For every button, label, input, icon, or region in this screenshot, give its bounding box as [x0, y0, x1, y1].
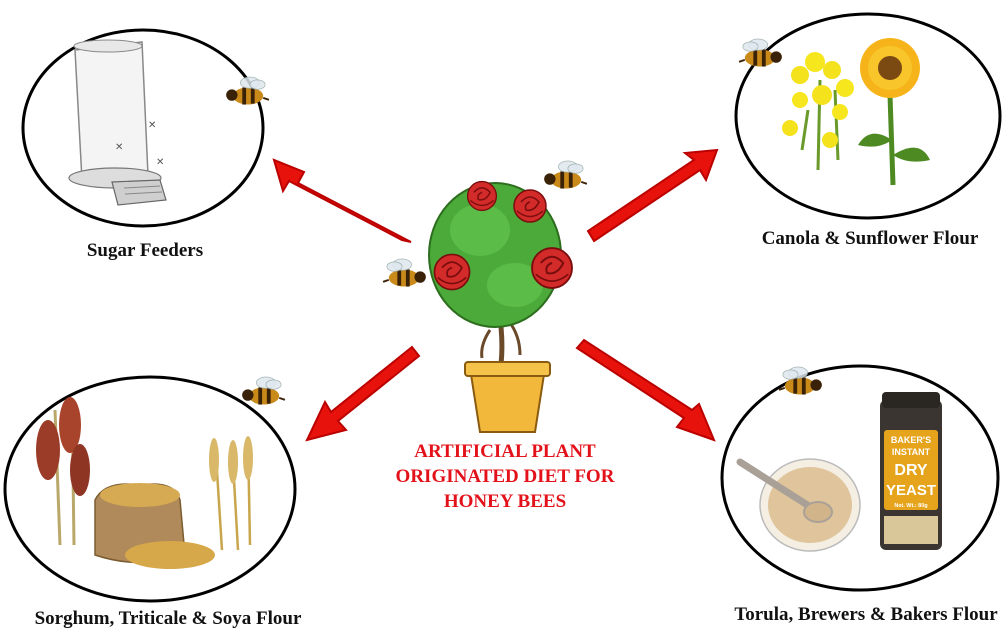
arrow-to-sorghum-triticale-soya	[307, 347, 419, 440]
jar-net-weight: Net. Wt.: 80g	[894, 503, 927, 509]
label-sugar-feeders: Sugar Feeders	[87, 240, 203, 261]
svg-text:✕: ✕	[156, 157, 164, 168]
center-title-line1: ARTIFICIAL PLANT	[414, 441, 596, 462]
label-canola-sunflower: Canola & Sunflower Flour	[762, 228, 979, 249]
bee-icon	[544, 161, 587, 189]
artificial-plant-icon	[383, 161, 587, 432]
arrow-to-sugar-feeders	[274, 160, 411, 242]
jar-brand-line4: YEAST	[886, 482, 936, 499]
center-title-line2: ORIGINATED DIET FOR	[396, 466, 615, 487]
bee-icon	[242, 377, 285, 405]
arrow-to-torula-brewers-bakers	[577, 340, 714, 440]
jar-brand-line1: BAKER'S	[891, 435, 931, 445]
svg-text:✕: ✕	[115, 142, 123, 153]
circle-canola-sunflower	[736, 14, 1000, 218]
center-title-line3: HONEY BEES	[444, 491, 566, 512]
node-canola-sunflower	[736, 14, 1000, 218]
arrow-to-canola-sunflower	[588, 150, 717, 241]
label-torula-brewers-bakers: Torula, Brewers & Bakers Flour	[734, 604, 998, 625]
jar-brand-line3: DRY	[894, 462, 928, 479]
center-title: ARTIFICIAL PLANT ORIGINATED DIET FOR HON…	[396, 441, 615, 512]
bee-icon	[383, 259, 426, 287]
svg-text:✕: ✕	[148, 120, 156, 131]
node-torula-brewers-bakers: BAKER'S INSTANT DRY YEAST Net. Wt.: 80g	[722, 366, 998, 590]
node-sugar-feeders: ✕ ✕ ✕	[23, 30, 269, 226]
jar-brand-line2: INSTANT	[892, 447, 931, 457]
label-sorghum-triticale-soya: Sorghum, Triticale & Soya Flour	[35, 608, 302, 629]
node-sorghum-triticale-soya	[5, 377, 295, 601]
